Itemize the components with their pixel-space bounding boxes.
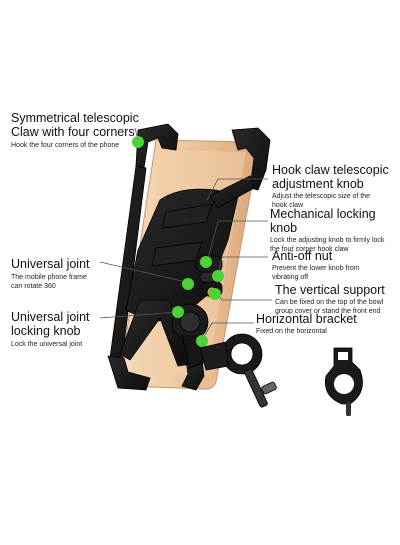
marker-anti-off-nut [212,270,224,282]
label-desc-line: vibrating off [272,273,309,281]
label-universal-joint-locking-knob: Universal joint locking knob Lock the un… [11,310,90,350]
label-desc: Fixed on the horizontal [256,328,327,335]
label-desc-line: Adjust the telescopic size of the [272,193,371,200]
label-vertical-support: The vertical support Can be fixed on the… [275,283,385,317]
label-desc-line: the four corner hook claw [270,245,349,253]
label-symmetrical-claw: Symmetrical telescopic Claw with four co… [11,111,139,151]
label-title: Universal joint [11,310,90,324]
label-universal-joint: Universal joint The mobile phone frame c… [11,257,90,292]
label-desc-line: Can be fixed on the top of the bowl [275,299,384,306]
horizontal-bracket-inset [324,347,363,416]
label-title: Claw with four corners [11,125,135,139]
label-desc: Lock the universal joint [11,341,83,348]
label-desc: Can be fixed on the top of the bowl grou… [275,299,385,317]
upper-right-claw [231,127,271,191]
label-anti-off-nut: Anti-off nut Prevent the lower knob from… [272,249,360,283]
label-title: locking knob [11,324,81,338]
marker-universal-joint [182,278,194,290]
callout-markers [132,136,224,347]
label-title: Mechanical locking knob [270,207,376,235]
label-desc-line: The mobile phone frame [11,274,87,281]
label-desc: Hook the four corners of the phone [11,142,120,149]
lower-left-claw [107,355,151,391]
label-title: adjustment knob [272,177,364,191]
label-horizontal-bracket: Horizontal bracket Fixed on the horizont… [256,312,357,337]
marker-claw [132,136,144,148]
label-title: Anti-off nut [272,249,333,263]
label-hook-claw-knob: Hook claw telescopic adjustment knob Adj… [272,163,389,211]
label-desc-line: group cover or stand the front end [275,307,381,315]
marker-ujoint-locking-knob [172,306,184,318]
label-desc-line: hook claw [272,201,304,209]
marker-mechanical-knob [200,256,212,268]
label-desc: Lock the adjusting knob to firmly lock t… [270,237,400,255]
label-desc-line: Prevent the lower knob from [272,265,360,272]
label-title: Hook claw telescopic [272,163,389,177]
label-title: The vertical support [275,283,385,297]
label-desc: Prevent the lower knob from vibrating of… [272,265,360,283]
marker-horizontal-bracket [196,335,208,347]
label-title: Universal joint [11,257,90,271]
marker-vertical-support [209,288,221,300]
label-desc-line: can rotate 360 [11,282,56,290]
label-mechanical-locking-knob: Mechanical locking knob Lock the adjusti… [270,207,400,255]
label-desc: Adjust the telescopic size of the hook c… [272,193,389,211]
label-desc: The mobile phone frame can rotate 360 [11,274,90,292]
holder-frame [107,123,271,391]
label-title: Horizontal bracket [256,312,357,326]
label-desc-line: Lock the adjusting knob to firmly lock [270,237,385,244]
label-title: Symmetrical telescopic [11,111,139,125]
